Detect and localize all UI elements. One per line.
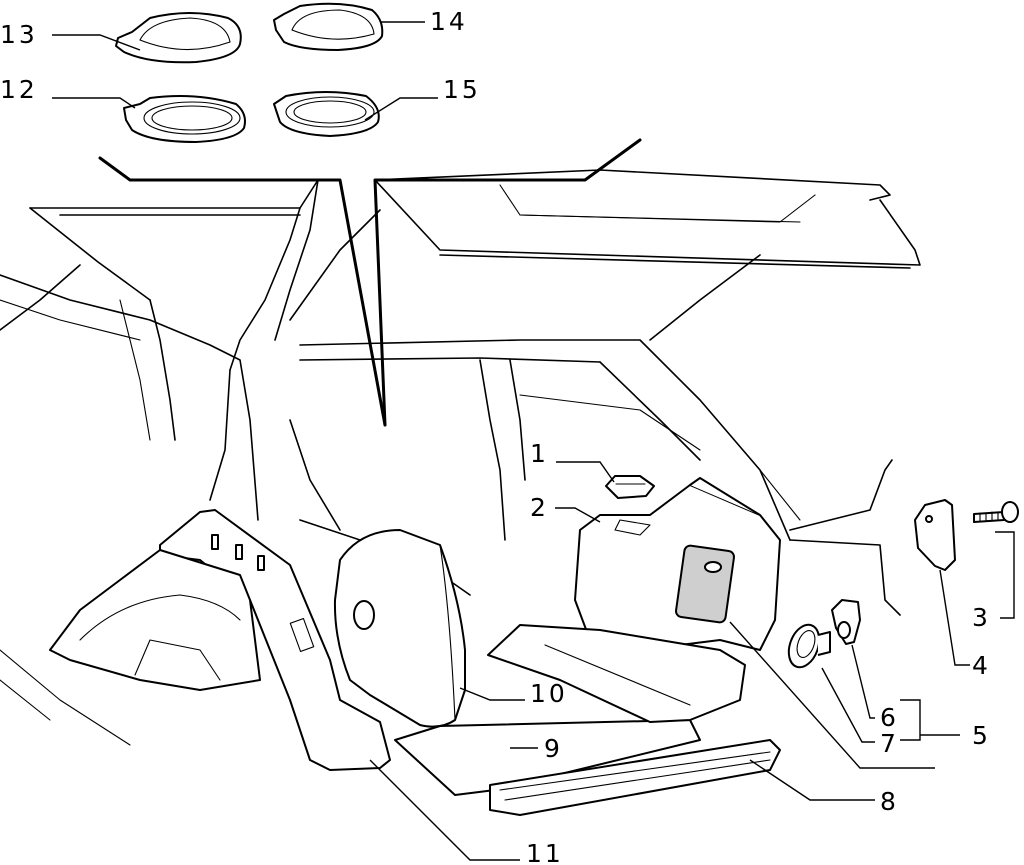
part-15-ring	[273, 91, 380, 137]
callout-labels: 13 14 12 15 1 2 3 4 5 6 7 8 9 10 11	[0, 7, 991, 865]
part-12-ring	[123, 95, 246, 143]
callout-8: 8	[880, 787, 899, 816]
part-4-bracket	[914, 499, 956, 571]
callout-10: 10	[530, 679, 568, 708]
callout-1: 1	[530, 439, 549, 468]
callout-14: 14	[430, 7, 468, 36]
part-7-knob	[787, 623, 831, 669]
callout-15: 15	[443, 75, 481, 104]
car-body-outline	[0, 169, 921, 746]
callout-3: 3	[972, 603, 991, 632]
callout-13: 13	[0, 20, 38, 49]
part-10-wheel-cover	[333, 529, 466, 728]
callout-5: 5	[972, 721, 991, 750]
callout-11: 11	[526, 839, 564, 865]
callout-6: 6	[880, 703, 899, 732]
callout-9: 9	[544, 734, 563, 763]
part-14-cover	[273, 2, 384, 51]
part-8-floor-panel	[394, 719, 781, 816]
part-3-screw	[973, 501, 1019, 523]
part-11-side-trim	[49, 509, 391, 771]
part-6-latch	[831, 599, 861, 645]
callout-2: 2	[530, 493, 549, 522]
part-1-cap	[605, 475, 655, 499]
callout-4: 4	[972, 651, 991, 680]
callout-12: 12	[0, 75, 38, 104]
group-pointer-lines	[98, 138, 642, 427]
leader-lines	[52, 21, 1015, 861]
callout-7: 7	[880, 729, 899, 758]
part-13-cover	[115, 12, 242, 64]
part-2-right-trim	[487, 477, 781, 723]
